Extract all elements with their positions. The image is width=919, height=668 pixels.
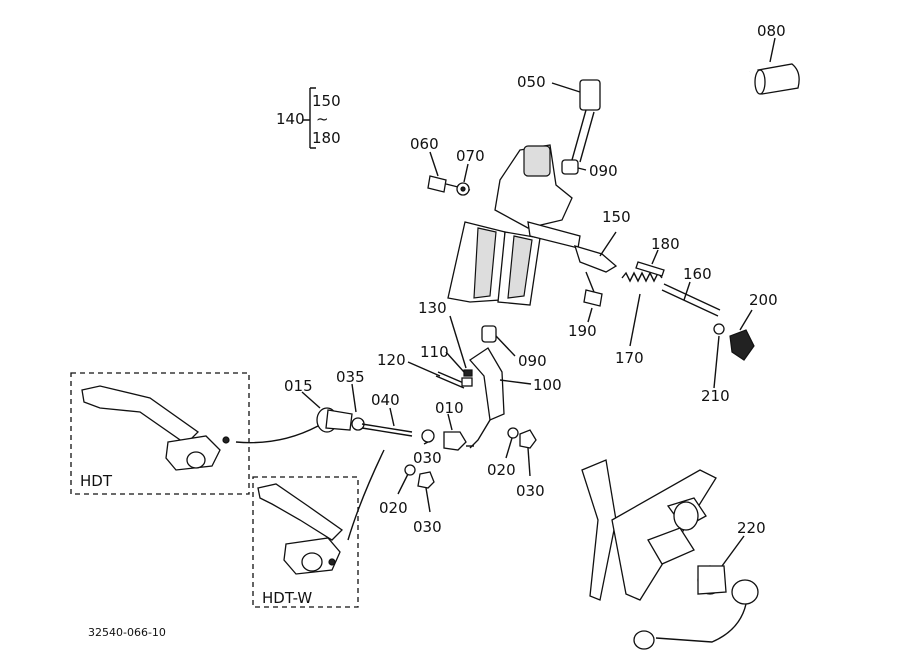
hdt-w-label: HDT-W xyxy=(262,589,312,607)
callout-050: 050 xyxy=(517,73,546,91)
callout-220: 220 xyxy=(737,519,766,537)
callout-180: 180 xyxy=(651,235,680,253)
callout-010: 010 xyxy=(435,399,464,417)
callout-030-left: 030 xyxy=(413,449,442,467)
shift-lever-assembly xyxy=(427,63,800,361)
callout-090-mid: 090 xyxy=(518,352,547,370)
group-top-number: 150 xyxy=(312,92,341,110)
callout-210: 210 xyxy=(701,387,730,405)
callout-040: 040 xyxy=(371,391,400,409)
hdt-w-variant-box: HDT-W xyxy=(252,476,359,608)
drawing-number: 32540-066-10 xyxy=(88,626,166,639)
callout-190: 190 xyxy=(568,322,597,340)
cable-assembly xyxy=(235,407,474,541)
hdt-label: HDT xyxy=(80,472,113,490)
group-main-number: 140 xyxy=(276,110,305,128)
callout-170: 170 xyxy=(615,349,644,367)
group-tilde: ~ xyxy=(316,110,329,128)
callout-130: 130 xyxy=(418,299,447,317)
callout-100: 100 xyxy=(533,376,562,394)
callout-090-top: 090 xyxy=(589,162,618,180)
callout-200: 200 xyxy=(749,291,778,309)
callout-060: 060 xyxy=(410,135,439,153)
callout-160: 160 xyxy=(683,265,712,283)
callout-150: 150 xyxy=(602,208,631,226)
hdt-variant-box: HDT xyxy=(70,372,250,495)
leader-lines xyxy=(301,37,776,567)
callout-070: 070 xyxy=(456,147,485,165)
callout-030-bottom: 030 xyxy=(413,518,442,536)
group-bottom-number: 180 xyxy=(312,129,341,147)
linkage-arm-assembly xyxy=(435,325,537,449)
callout-110: 110 xyxy=(420,343,449,361)
callout-015: 015 xyxy=(284,377,313,395)
callout-020-right: 020 xyxy=(487,461,516,479)
bracket-assembly xyxy=(581,459,759,650)
callout-080: 080 xyxy=(757,22,786,40)
callout-030-right: 030 xyxy=(516,482,545,500)
callout-020-left: 020 xyxy=(379,499,408,517)
callout-120: 120 xyxy=(377,351,406,369)
group-label: 140 150 ~ 180 xyxy=(276,87,341,149)
callout-labels: 080 050 060 070 090 150 180 160 200 190 … xyxy=(284,22,786,537)
callout-035: 035 xyxy=(336,368,365,386)
